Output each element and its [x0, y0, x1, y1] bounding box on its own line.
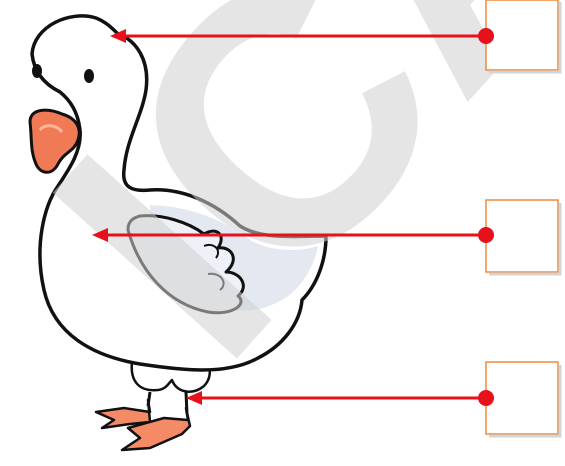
watermark-text: ICA [0, 0, 565, 428]
label-box-leg[interactable] [486, 362, 558, 434]
goose-left-eye [32, 64, 42, 78]
goose-right-leg [186, 392, 187, 414]
watermark: ICA [0, 0, 565, 428]
pointer-arrow-leg [186, 390, 494, 406]
label-box-body[interactable] [486, 200, 558, 272]
label-box-head[interactable] [486, 0, 558, 70]
goose-left-leg [148, 392, 150, 406]
